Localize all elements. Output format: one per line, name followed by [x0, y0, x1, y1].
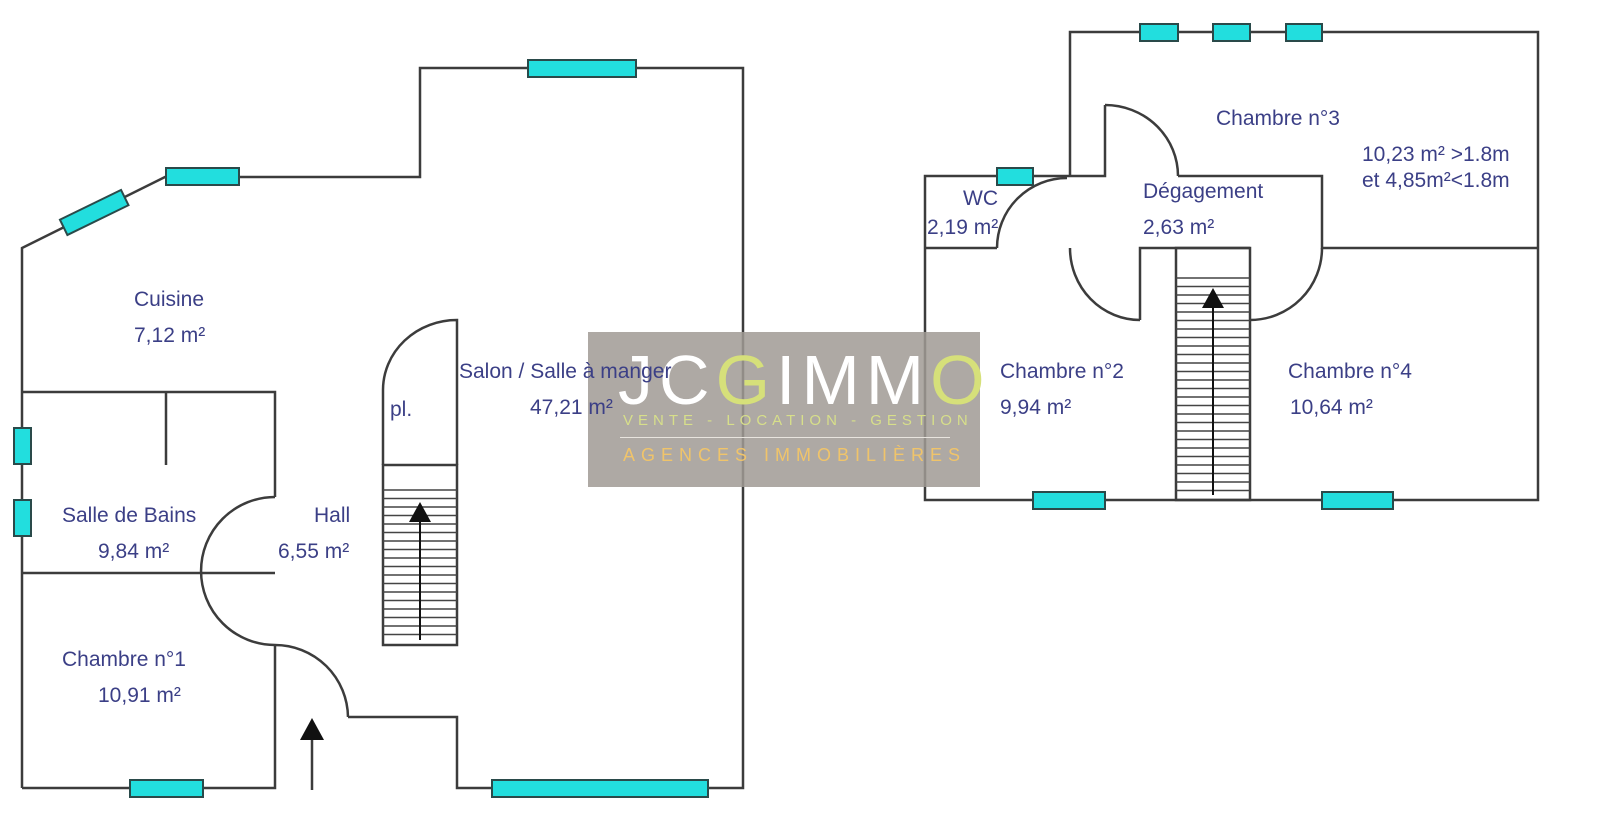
room-area-salon: 47,21 m²	[530, 396, 613, 419]
room-name-chambre-1: Chambre n°1	[62, 648, 186, 671]
room-area-chambre-2: 9,94 m²	[1000, 396, 1072, 419]
room-name-chambre-3: Chambre n°3	[1216, 107, 1340, 130]
ground-staircase	[383, 489, 457, 640]
room-name-cuisine: Cuisine	[134, 288, 205, 311]
room-name-wc: WC	[963, 187, 998, 210]
agency-logo: JCGIMMO	[618, 341, 991, 419]
stair-arrow-icon	[409, 502, 431, 522]
stair-arrow-icon	[1202, 288, 1224, 308]
room-name-salle-de-bains: Salle de Bains	[62, 504, 197, 527]
watermark-divider	[620, 437, 950, 438]
room-name-hall: Hall	[314, 504, 351, 527]
watermark-subtitle: AGENCES IMMOBILIÈRES	[623, 445, 967, 465]
room-area-salle-de-bains: 9,84 m²	[98, 540, 170, 563]
ground-windows	[13, 59, 709, 798]
room-name-chambre-2: Chambre n°2	[1000, 360, 1124, 383]
entrance-arrow-icon	[300, 718, 324, 790]
upper-floor-walls	[923, 30, 1540, 502]
watermark-tagline: VENTE - LOCATION - GESTION	[623, 412, 973, 429]
room-area2-chambre-3: et 4,85m²<1.8m	[1362, 169, 1510, 192]
room-area-degagement: 2,63 m²	[1143, 216, 1215, 239]
room-area-chambre-4: 10,64 m²	[1290, 396, 1373, 419]
room-name-salon: Salon / Salle à manger	[459, 360, 672, 383]
room-name-chambre-4: Chambre n°4	[1288, 360, 1412, 383]
room-name-degagement: Dégagement	[1143, 180, 1264, 203]
agency-watermark: JCGIMMO VENTE - LOCATION - GESTION AGENC…	[588, 332, 985, 487]
room-area-chambre-3: 10,23 m² >1.8m	[1362, 143, 1510, 166]
room-name-placard: pl.	[390, 398, 413, 421]
upper-windows	[996, 23, 1394, 510]
upper-staircase	[1176, 277, 1250, 495]
room-area-wc: 2,19 m²	[927, 216, 999, 239]
room-area-hall: 6,55 m²	[278, 540, 350, 563]
room-area-cuisine: 7,12 m²	[134, 324, 206, 347]
room-area-chambre-1: 10,91 m²	[98, 684, 181, 707]
